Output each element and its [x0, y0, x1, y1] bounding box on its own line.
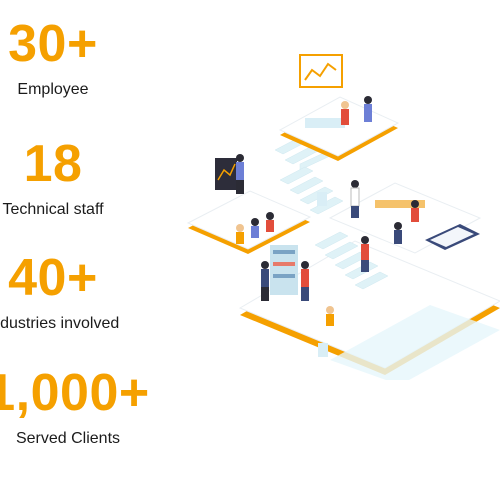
stat-employees: 30+ Employee: [0, 16, 153, 100]
stat-served-clients: 1,000+ Served Clients: [0, 365, 168, 449]
stat-industries: 40+ Industries involved: [0, 250, 153, 334]
stat-value: 1,000+: [0, 364, 150, 422]
stat-label: Industries involved: [0, 315, 120, 332]
people: [236, 96, 419, 326]
cylinder-decor: [317, 192, 328, 357]
stats-panel: 30+ Employee 18 Technical staff 40+ Indu…: [0, 0, 200, 500]
tablet-screen: [425, 224, 480, 250]
whiteboard: [215, 158, 237, 190]
stat-label: Served Clients: [15, 430, 121, 447]
stat-value: 18: [23, 135, 83, 193]
stat-technical-staff: 18 Technical staff: [0, 136, 153, 220]
isometric-office-illustration: [186, 54, 500, 380]
stat-label: Technical staff: [2, 201, 104, 218]
bookshelf: [270, 245, 298, 295]
stat-label: Employee: [17, 81, 89, 98]
stat-value: 30+: [8, 15, 98, 73]
stat-value: 40+: [8, 249, 98, 307]
left-platform: [186, 190, 312, 254]
